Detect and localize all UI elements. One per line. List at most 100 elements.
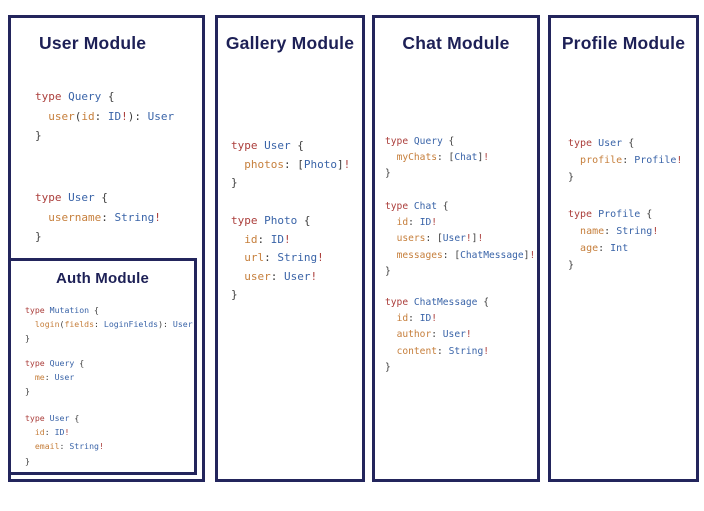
code-token-pu: (: [74, 109, 82, 123]
code-token-pu: [385, 329, 397, 340]
code-token-ty: User: [172, 319, 193, 330]
code-token-fd: user: [48, 109, 75, 123]
code-token-pu: :: [604, 226, 617, 237]
code-token-bg: !: [64, 427, 70, 438]
code-line: }: [568, 257, 658, 274]
code-line: }: [25, 454, 104, 468]
code-line: id: ID!: [385, 311, 489, 327]
code-line: email: String!: [25, 439, 104, 453]
code-token-pu: }: [35, 129, 42, 142]
code-token-ty: Photo: [264, 214, 304, 227]
code-token-ty: String: [616, 226, 653, 237]
code-token-pu: : [: [425, 233, 443, 245]
code-token-kw: type: [25, 358, 50, 368]
code-token-ty: User: [54, 372, 75, 383]
code-token-pu: :: [622, 155, 635, 166]
code-token-fd: login: [34, 319, 60, 330]
code-token-ty: User: [598, 138, 629, 149]
code-line: username: String!: [35, 208, 161, 228]
code-token-pu: {: [74, 413, 80, 423]
code-token-pu: {: [94, 305, 99, 315]
code-token-pu: :: [437, 345, 449, 357]
code-token-pu: }: [385, 168, 391, 180]
code-token-pu: }: [35, 230, 42, 243]
code-token-ty: Query: [413, 136, 449, 147]
code-token-ty: ChatMessage: [460, 249, 524, 261]
code-token-pu: [25, 372, 35, 382]
code-token-pu: [35, 211, 48, 224]
code-token-pu: [231, 270, 244, 283]
code-line: me: User: [25, 370, 84, 384]
code-token-kw: type: [25, 413, 50, 423]
code-token-ty: Profile: [634, 155, 677, 166]
code-line: profile: Profile!: [568, 152, 682, 169]
code-token-kw: type: [231, 139, 265, 152]
code-block: type Mutation { login(fields: LoginField…: [25, 303, 193, 346]
code-token-bg: !: [431, 217, 438, 229]
code-token-bg: !: [465, 233, 472, 245]
code-token-pu: :: [598, 243, 611, 254]
code-token-pu: }: [25, 333, 30, 344]
code-token-bg: !: [431, 313, 438, 325]
code-line: }: [385, 166, 489, 182]
code-token-pu: :: [431, 329, 443, 341]
module-card-auth: Auth Module type Mutation { login(fields…: [8, 258, 197, 475]
code-token-bg: !: [652, 226, 659, 237]
code-token-ty: User: [442, 233, 466, 245]
code-token-kw: type: [25, 305, 50, 315]
code-token-pu: [35, 110, 48, 123]
code-token-pu: :: [94, 319, 104, 330]
code-token-fd: myChats: [396, 152, 437, 164]
code-token-pu: [568, 243, 580, 254]
code-token-fd: me: [34, 372, 45, 383]
code-token-pu: [25, 441, 35, 451]
code-token-pu: [385, 217, 397, 228]
code-token-kw: type: [231, 214, 265, 227]
code-line: login(fields: LoginFields): User: [25, 317, 193, 331]
code-token-kw: type: [568, 209, 599, 220]
code-line: photos: [Photo]!: [231, 156, 350, 175]
code-line: type Chat {: [385, 199, 535, 215]
code-token-bg: !: [343, 157, 351, 171]
code-token-pu: {: [483, 297, 489, 308]
code-token-ty: Query: [49, 358, 80, 368]
code-token-pu: [385, 250, 397, 261]
code-token-pu: :: [59, 441, 70, 452]
module-title-chat: Chat Module: [402, 33, 510, 53]
code-token-pu: }: [385, 265, 391, 277]
code-token-fd: users: [396, 233, 426, 245]
code-token-pu: ]: [471, 233, 478, 245]
code-token-ty: ChatMessage: [413, 297, 484, 308]
code-token-ty: LoginFields: [103, 319, 159, 330]
code-line: }: [25, 331, 193, 345]
code-line: type ChatMessage {: [385, 295, 489, 311]
code-block: type User { photos: [Photo]!}: [231, 137, 350, 193]
code-line: type Query {: [35, 87, 174, 107]
code-token-pu: [25, 427, 35, 437]
code-block: type Chat { id: ID! users: [User!]! mess…: [385, 199, 535, 280]
module-card-chat: Chat Module type Query { myChats: [Chat]…: [372, 15, 540, 482]
code-token-fd: id: [396, 313, 409, 325]
code-token-pu: {: [646, 209, 653, 220]
code-token-fd: id: [34, 427, 45, 438]
code-token-pu: {: [79, 358, 85, 368]
module-title-profile: Profile Module: [561, 33, 686, 53]
code-token-pu: }: [25, 455, 30, 466]
module-title-user: User Module: [39, 33, 147, 53]
code-token-pu: : [: [284, 157, 304, 171]
code-token-kw: type: [35, 90, 69, 103]
code-token-ty: Profile: [598, 209, 647, 220]
code-token-kw: type: [385, 201, 414, 212]
code-token-ty: User: [284, 269, 311, 283]
code-token-ty: ID: [107, 109, 122, 123]
code-token-pu: {: [303, 214, 311, 227]
code-line: user(id: ID!): User: [35, 107, 174, 127]
code-line: author: User!: [385, 327, 489, 343]
code-token-fd: age: [580, 243, 599, 254]
code-token-pu: :: [408, 217, 420, 229]
code-token-kw: type: [385, 297, 414, 308]
code-token-pu: ]: [477, 152, 484, 164]
code-token-pu: :: [101, 210, 115, 224]
code-line: type Query {: [385, 134, 489, 150]
code-token-fd: name: [580, 226, 605, 237]
